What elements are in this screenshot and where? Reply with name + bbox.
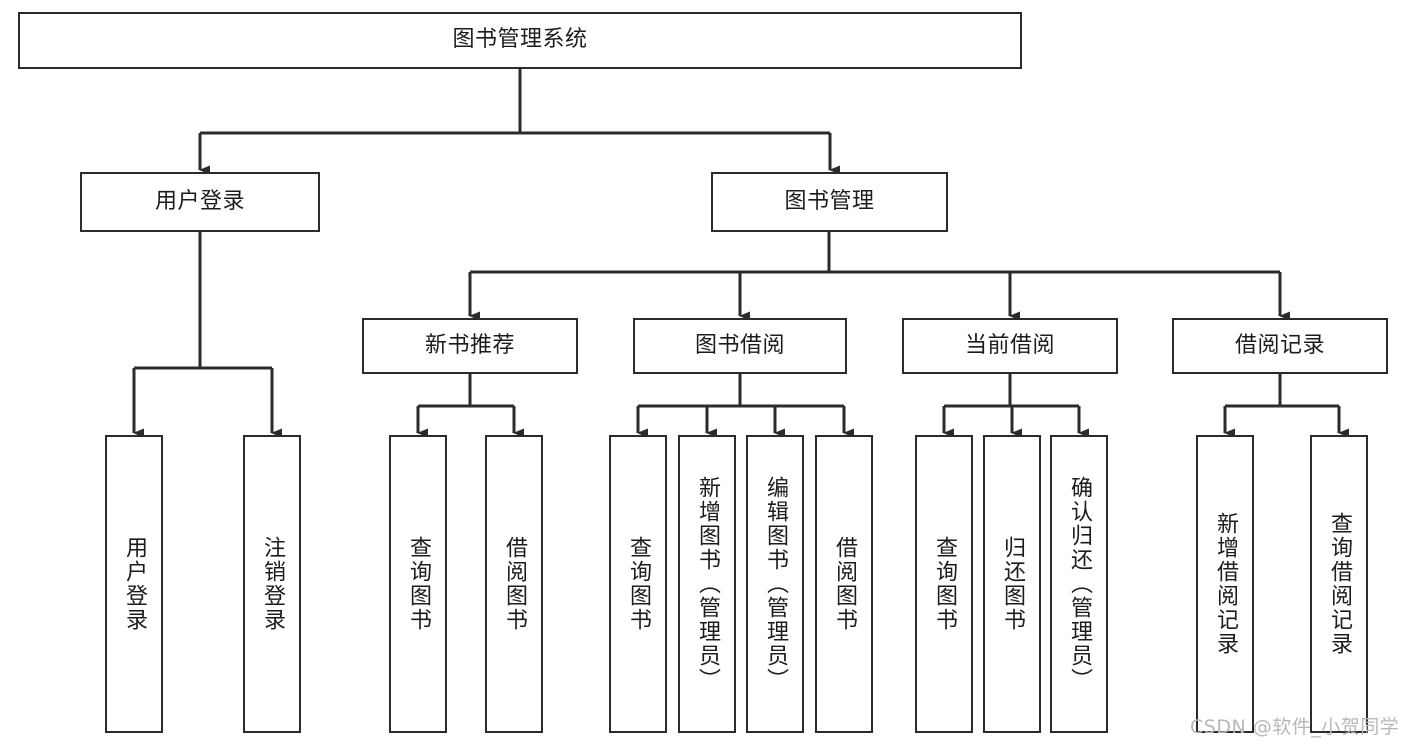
node-label: 当前借阅 [964, 332, 1055, 358]
node-label: 用户登录 [121, 536, 147, 632]
node-leaf-borrow-book-rec[interactable]: 借阅图书 [485, 435, 543, 733]
node-leaf-query-book-rec[interactable]: 查询图书 [389, 435, 447, 733]
node-book-borrow[interactable]: 图书借阅 [633, 318, 847, 374]
node-leaf-query-book-bb[interactable]: 查询图书 [609, 435, 667, 733]
node-leaf-query-borrow-record[interactable]: 查询借阅记录 [1310, 435, 1368, 733]
node-label: 确认归还（管理员） [1066, 476, 1092, 692]
node-label: 查询图书 [405, 536, 431, 632]
node-user-login[interactable]: 用户登录 [80, 172, 320, 232]
node-label: 新书推荐 [424, 332, 515, 358]
node-label: 新增图书（管理员） [694, 476, 720, 692]
node-borrow-record[interactable]: 借阅记录 [1172, 318, 1388, 374]
node-label: 图书管理系统 [452, 27, 588, 53]
node-root[interactable]: 图书管理系统 [18, 12, 1022, 69]
node-label: 图书借阅 [694, 332, 785, 358]
node-leaf-add-book[interactable]: 新增图书（管理员） [678, 435, 736, 733]
connector-group [132, 69, 1349, 438]
node-label: 归还图书 [999, 536, 1025, 632]
node-label: 查询图书 [625, 536, 651, 632]
node-label: 查询借阅记录 [1326, 512, 1352, 656]
node-label: 查询图书 [931, 536, 957, 632]
node-leaf-query-book-cb[interactable]: 查询图书 [915, 435, 973, 733]
node-leaf-return-book[interactable]: 归还图书 [983, 435, 1041, 733]
node-current-borrow[interactable]: 当前借阅 [902, 318, 1118, 374]
node-leaf-confirm-return[interactable]: 确认归还（管理员） [1050, 435, 1108, 733]
node-label: 图书管理 [784, 188, 875, 214]
node-label: 借阅记录 [1234, 332, 1325, 358]
node-leaf-edit-book[interactable]: 编辑图书（管理员） [746, 435, 804, 733]
node-label: 新增借阅记录 [1212, 512, 1238, 656]
node-label: 编辑图书（管理员） [762, 476, 788, 692]
node-new-book-rec[interactable]: 新书推荐 [362, 318, 578, 374]
node-leaf-borrow-book-bb[interactable]: 借阅图书 [815, 435, 873, 733]
node-label: 借阅图书 [831, 536, 857, 632]
node-label: 借阅图书 [501, 536, 527, 632]
node-leaf-user-logout[interactable]: 注销登录 [243, 435, 301, 733]
node-label: 注销登录 [259, 536, 285, 632]
node-leaf-user-login[interactable]: 用户登录 [105, 435, 163, 733]
node-leaf-add-borrow-record[interactable]: 新增借阅记录 [1196, 435, 1254, 733]
node-label: 用户登录 [154, 188, 245, 214]
node-book-manage[interactable]: 图书管理 [711, 172, 948, 232]
